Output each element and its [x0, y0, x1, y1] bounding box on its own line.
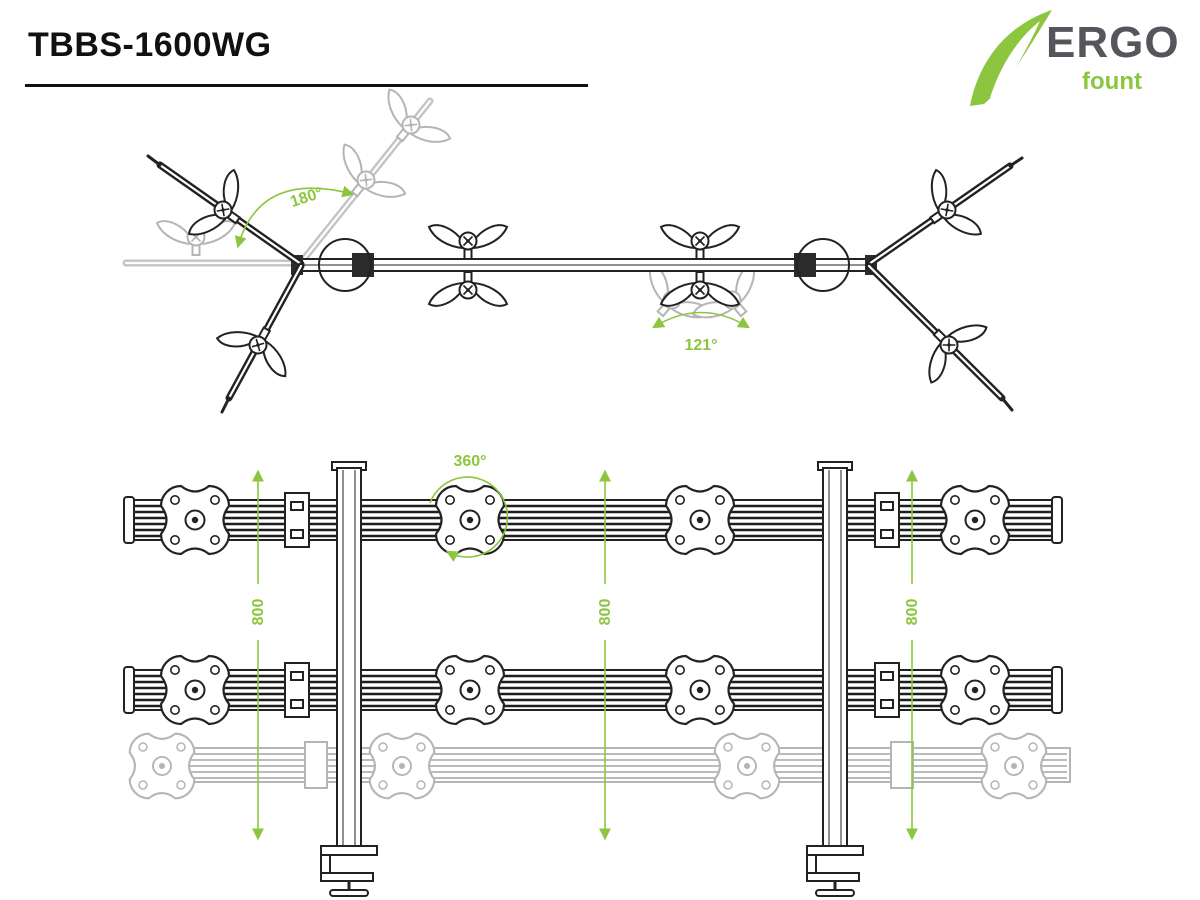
monitor-mount-head	[660, 271, 740, 307]
rotation-360-arc	[429, 476, 509, 562]
right-desk-clamp	[806, 845, 864, 897]
logo-fount-text: fount	[1082, 68, 1142, 95]
angle-180-arc	[234, 185, 355, 249]
right-pole	[817, 461, 853, 849]
logo-ergo-text: ERGO	[1046, 18, 1180, 67]
front-view-diagram: 800 800 800 360°	[123, 453, 1071, 897]
left-desk-clamp	[320, 845, 378, 897]
dimension-800-center: 800	[597, 599, 614, 626]
dimension-800-right: 800	[904, 599, 921, 626]
vesa-plate	[159, 484, 231, 556]
angle-121-arc	[651, 311, 751, 329]
top-view-diagram: 180° 121°	[122, 87, 1024, 414]
vesa-plate	[664, 484, 736, 556]
vesa-plate	[939, 654, 1011, 726]
front-view-annotations: 800 800 800 360°	[248, 453, 922, 841]
ghost-mount-head	[323, 142, 408, 220]
upper-rail	[123, 492, 1063, 548]
angle-180-label: 180°	[288, 185, 325, 211]
monitor-mount-head	[908, 168, 984, 254]
vesa-plate	[434, 654, 506, 726]
ghost-vesa-plate	[713, 732, 781, 800]
page-title: TBBS-1600WG	[28, 26, 272, 64]
vesa-plate	[159, 654, 231, 726]
monitor-mount-head	[660, 224, 740, 260]
vesa-plate	[664, 654, 736, 726]
crossbar	[291, 253, 877, 277]
monitor-mount-head	[428, 271, 508, 307]
ghost-mount-head	[368, 87, 453, 165]
brand-logo: ERGO fount	[964, 4, 1184, 112]
title-underline	[25, 84, 588, 87]
ghost-vesa-plate	[128, 732, 196, 800]
rotation-360-label: 360°	[453, 453, 486, 470]
angle-121-label: 121°	[684, 337, 717, 354]
logo-swoosh-icon	[970, 10, 1052, 106]
vesa-plate	[939, 484, 1011, 556]
vesa-plate	[434, 484, 506, 556]
ghost-vesa-plate	[368, 732, 436, 800]
left-pole	[331, 461, 367, 849]
right-pivot-hub	[796, 238, 850, 292]
monitor-mount-head	[215, 309, 302, 379]
ghost-vesa-plate	[980, 732, 1048, 800]
dimension-800-left: 800	[250, 599, 267, 626]
monitor-mount-head	[428, 224, 508, 260]
lower-rail	[123, 662, 1063, 718]
front-view-ghost-rail	[128, 732, 1071, 800]
